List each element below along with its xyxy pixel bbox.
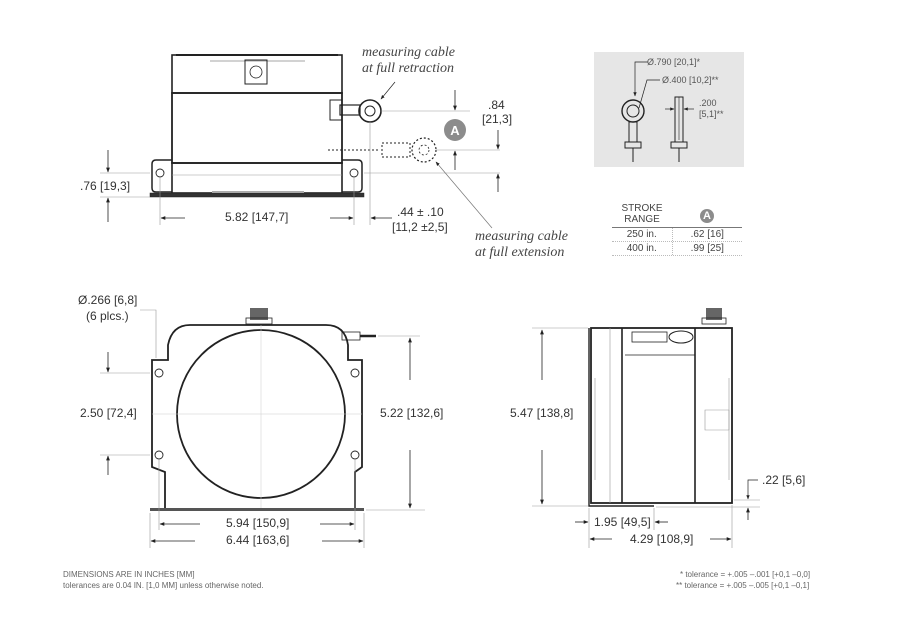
dim-mount-height: .76 [19,3] (80, 179, 131, 193)
header-stroke: STROKE (621, 203, 663, 214)
dim-top-width: 5.82 [147,7] (225, 210, 289, 224)
dim-cable-offset-in: .44 ± .10 (397, 205, 444, 219)
note-tolerance-star: * tolerance = +.005 –.001 [+0,1 –0,0] (680, 570, 811, 579)
top-view (100, 54, 500, 229)
table-row: 400 in. .99 [25] (612, 242, 742, 256)
cable-retraction-label-1: measuring cable (362, 45, 455, 60)
inset-drawing (621, 61, 694, 162)
inset-panel (594, 52, 744, 167)
cable-extension-label-1: measuring cable (475, 229, 568, 244)
table-row: 250 in. .62 [16] (612, 228, 742, 242)
badge-a-label: A (450, 123, 460, 138)
dim-side-offset: 1.95 [49,5] (594, 515, 651, 529)
stroke-range-table: STROKE RANGE A 250 in. .62 [16] 400 in. … (612, 203, 742, 256)
table-header: STROKE RANGE A (612, 203, 742, 228)
cable-extension-label-2: at full extension (475, 245, 565, 260)
note-tolerance: tolerances are 0.04 IN. [1,0 MM] unless … (63, 581, 264, 590)
cell-stroke: 250 in. (626, 229, 657, 240)
dim-a-offset-in: .84 (488, 98, 505, 112)
side-view (532, 308, 760, 548)
hole-count-label: (6 plcs.) (86, 309, 129, 323)
hole-diameter-label: Ø.266 [6,8] (78, 293, 138, 307)
note-tolerance-double-star: ** tolerance = +.005 –.005 [+0,1 –0,1] (676, 581, 810, 590)
dim-cable-offset-mm: [11,2 ±2,5] (392, 220, 448, 234)
inset-thickness-mm: [5,1]** (699, 109, 724, 119)
dim-a-offset-mm: [21,3] (482, 112, 513, 126)
inset-inner-diameter: Ø.400 [10,2]** (662, 75, 719, 85)
dim-base-width: 6.44 [163,6] (226, 533, 290, 547)
cable-retraction-label-2: at full retraction (362, 61, 455, 76)
cell-a: .99 [25] (671, 242, 742, 255)
dim-hole-spacing: 2.50 [72,4] (80, 406, 137, 420)
inset-thickness-in: .200 (699, 98, 717, 108)
inset-outer-diameter: Ø.790 [20,1]* (647, 57, 701, 67)
header-a-badge: A (700, 209, 714, 223)
front-view (100, 308, 425, 548)
badge-a-icon (444, 119, 466, 141)
dim-hole-width: 5.94 [150,9] (226, 516, 290, 530)
header-range: RANGE (624, 214, 660, 225)
note-units: DIMENSIONS ARE IN INCHES [MM] (63, 570, 195, 579)
cell-a: .62 [16] (671, 228, 742, 241)
dim-side-height: 5.47 [138,8] (510, 406, 574, 420)
dim-side-depth: 4.29 [108,9] (630, 532, 694, 546)
dim-flange: .22 [5,6] (762, 473, 806, 487)
cell-stroke: 400 in. (626, 243, 657, 254)
dim-front-height: 5.22 [132,6] (380, 406, 444, 420)
